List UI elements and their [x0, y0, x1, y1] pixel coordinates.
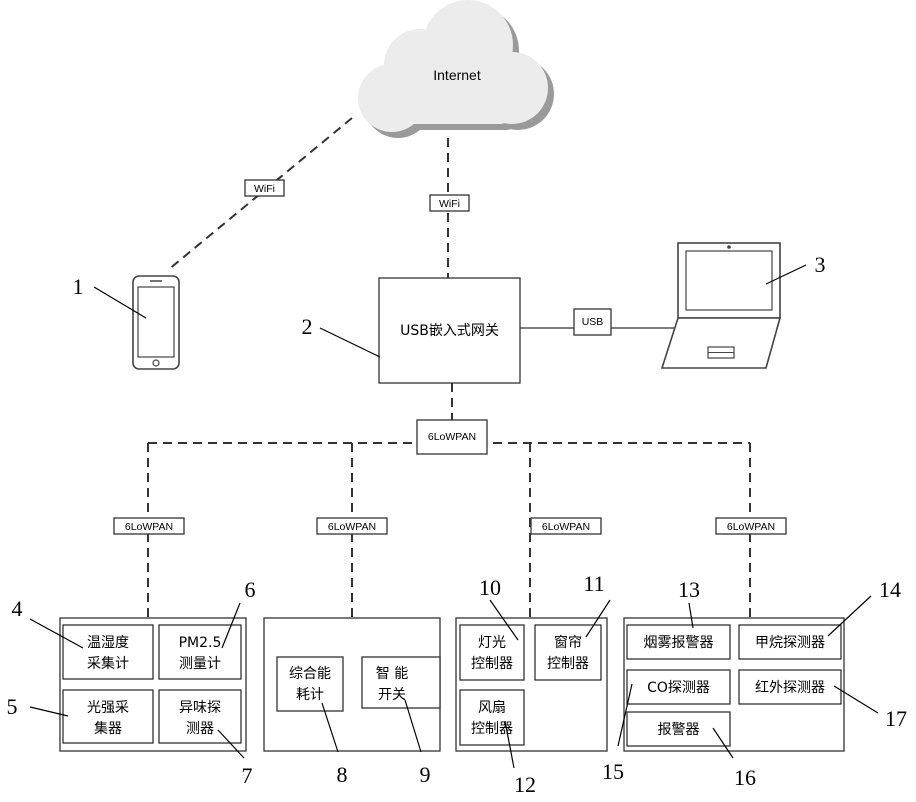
ref-17: 17 [885, 706, 907, 731]
co-detector: CO探测器 [627, 670, 730, 704]
svg-text:耗计: 耗计 [296, 687, 324, 703]
svg-text:控制器: 控制器 [471, 656, 513, 672]
ref-3: 3 [815, 252, 826, 277]
svg-text:智 能: 智 能 [376, 666, 408, 682]
infrared-detector: 红外探测器 [739, 670, 841, 704]
svg-text:异味探: 异味探 [179, 700, 221, 716]
svg-text:窗帘: 窗帘 [554, 634, 582, 651]
svg-text:测量计: 测量计 [179, 656, 221, 672]
lowpan-tag-4: 6LoWPAN [716, 518, 786, 534]
svg-text:测器: 测器 [186, 721, 214, 737]
ref-9: 9 [420, 762, 431, 787]
wifi-tag-phone: WiFi [245, 180, 284, 196]
lowpan-tag-3: 6LoWPAN [531, 518, 601, 534]
energy-meter: 综合能 耗计 [277, 657, 343, 711]
svg-text:开关: 开关 [378, 687, 406, 703]
svg-text:6LoWPAN: 6LoWPAN [428, 431, 476, 443]
svg-text:温湿度: 温湿度 [87, 635, 129, 651]
svg-text:6LoWPAN: 6LoWPAN [125, 521, 173, 533]
svg-text:WiFi: WiFi [254, 183, 275, 195]
light-sensor: 光强采 集器 [63, 690, 153, 743]
ref-10: 10 [479, 575, 501, 600]
svg-text:甲烷探测器: 甲烷探测器 [755, 635, 825, 651]
ref-8: 8 [337, 762, 348, 787]
internet-cloud: Internet [358, 0, 554, 138]
svg-text:USB: USB [582, 316, 604, 328]
methane-detector: 甲烷探测器 [739, 625, 841, 659]
ref-13: 13 [678, 577, 700, 602]
lamp-controller: 灯光 控制器 [460, 625, 524, 680]
lowpan-tag-1: 6LoWPAN [114, 518, 184, 534]
smoke-alarm: 烟雾报警器 [627, 625, 730, 659]
svg-text:红外探测器: 红外探测器 [755, 680, 825, 696]
svg-text:综合能: 综合能 [289, 666, 331, 682]
svg-text:6LoWPAN: 6LoWPAN [328, 521, 376, 533]
svg-text:6LoWPAN: 6LoWPAN [542, 521, 590, 533]
alarm-device: 报警器 [627, 712, 730, 746]
fan-controller: 风扇 控制器 [460, 690, 524, 745]
curtain-controller: 窗帘 控制器 [535, 625, 601, 680]
ref-2: 2 [302, 314, 313, 339]
odor-sensor: 异味探 测器 [159, 690, 241, 743]
svg-text:集器: 集器 [94, 720, 122, 737]
svg-text:采集计: 采集计 [87, 655, 129, 672]
svg-text:报警器: 报警器 [658, 722, 700, 738]
ref-12: 12 [514, 772, 536, 797]
ref-16: 16 [734, 765, 756, 790]
ref-5: 5 [7, 694, 18, 719]
gateway-label: USB嵌入式网关 [400, 323, 499, 339]
svg-text:风扇: 风扇 [478, 700, 506, 716]
laptop-icon [662, 243, 780, 368]
usb-tag: USB [574, 309, 611, 335]
smartphone-icon [133, 276, 179, 369]
usb-embedded-gateway: USB嵌入式网关 [379, 278, 520, 383]
svg-text:PM2.5: PM2.5 [179, 635, 222, 651]
ref-11: 11 [583, 571, 604, 596]
lowpan-tag-hub: 6LoWPAN [417, 420, 487, 454]
svg-text:烟雾报警器: 烟雾报警器 [644, 635, 714, 651]
svg-text:WiFi: WiFi [439, 198, 460, 210]
pm25-sensor: PM2.5 测量计 [159, 625, 241, 679]
ref-1: 1 [73, 274, 84, 299]
svg-text:灯光: 灯光 [478, 635, 506, 651]
ref-15: 15 [602, 759, 624, 784]
internet-label: Internet [433, 67, 481, 83]
ref-6: 6 [245, 577, 256, 602]
ref-14: 14 [879, 577, 901, 602]
svg-text:6LoWPAN: 6LoWPAN [727, 521, 775, 533]
svg-text:光强采: 光强采 [87, 700, 129, 716]
ref-4: 4 [12, 596, 23, 621]
lowpan-tag-2: 6LoWPAN [317, 518, 387, 534]
temp-humidity-sensor: 温湿度 采集计 [63, 625, 153, 679]
ref-7: 7 [242, 763, 253, 788]
wifi-tag-gateway: WiFi [430, 195, 469, 211]
svg-text:CO探测器: CO探测器 [647, 680, 710, 696]
svg-text:控制器: 控制器 [547, 656, 589, 672]
smart-switch: 智 能 开关 [362, 657, 440, 708]
